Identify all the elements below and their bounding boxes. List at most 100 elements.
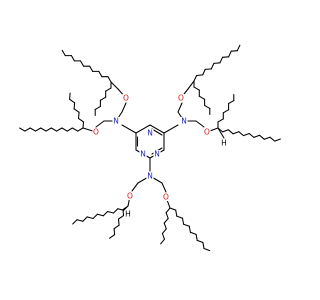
hydrogen-atom-background <box>124 210 132 218</box>
ring-bond <box>135 124 151 134</box>
alkyl-chain <box>105 87 112 92</box>
alkyl-chain <box>117 215 125 220</box>
alkyl-chain <box>69 92 71 100</box>
bond-lines <box>19 44 281 252</box>
alkyl-chain <box>69 98 76 104</box>
alkyl-chain <box>189 231 197 235</box>
alkyl-chain <box>77 111 80 119</box>
alkyl-chain <box>228 50 232 58</box>
ring-bond <box>149 124 165 134</box>
alkyl-chain <box>230 50 238 52</box>
alkyl-chain <box>163 217 169 224</box>
alkyl-chain <box>66 127 73 132</box>
alkyl-chain <box>202 241 205 250</box>
alkyl-chain <box>92 213 98 220</box>
alkyl-chain <box>94 105 101 110</box>
alkyl-chain <box>176 215 184 219</box>
oxygen-atom-background <box>177 94 185 102</box>
alkyl-chain <box>70 55 75 62</box>
oxygen-atom-label: O <box>204 128 210 137</box>
ch-bond <box>217 127 225 139</box>
alkyl-chain <box>217 127 224 133</box>
alkyl-chain <box>113 224 120 230</box>
ether-bond <box>121 102 127 113</box>
alkyl-chain <box>263 136 271 140</box>
nitrogen-atom-background <box>180 117 188 125</box>
alkyl-chain <box>236 44 241 52</box>
alkyl-chain <box>175 209 178 217</box>
oxygen-atom-label: O <box>123 94 129 103</box>
alkyl-chain <box>29 127 37 132</box>
alkyl-chain <box>122 208 125 217</box>
alkyl-chain <box>112 208 119 214</box>
alkyl-chain <box>202 68 206 76</box>
alkyl-chain <box>107 76 112 83</box>
alkyl-chain <box>217 118 224 123</box>
oxygen-atom-label: O <box>178 94 184 103</box>
alkyl-chain <box>86 216 94 220</box>
ch2-bond <box>95 120 105 128</box>
alkyl-chain <box>40 127 47 132</box>
alkyl-chain <box>196 239 204 244</box>
oxygen-atom-background <box>162 193 170 201</box>
alkyl-chain <box>161 232 166 240</box>
alkyl-chain <box>163 222 167 230</box>
alkyl-chain <box>238 131 245 137</box>
alkyl-chain <box>198 95 206 100</box>
oxygen-atom-background <box>92 128 100 136</box>
alkyl-chain <box>96 213 104 217</box>
nitrogen-atom-label: N <box>147 172 153 181</box>
alkyl-chain <box>19 127 26 132</box>
alkyl-chain <box>61 49 66 57</box>
alkyl-chain <box>117 218 120 226</box>
alkyl-chain <box>77 117 85 123</box>
alkyl-chain <box>56 127 63 132</box>
nitrogen-atom-label: N <box>147 129 153 138</box>
alkyl-chain <box>210 62 215 70</box>
alkyl-chain <box>102 210 109 217</box>
hydrogen-atom-label: H <box>125 210 131 219</box>
alkyl-chain <box>79 60 85 67</box>
alkyl-chain <box>204 68 212 70</box>
alkyl-chain <box>82 121 85 129</box>
nitrogen-atom-background <box>146 172 154 180</box>
alkyl-chain <box>169 207 177 211</box>
alkyl-chain <box>89 65 94 72</box>
alkyl-chain <box>227 129 234 135</box>
alkyl-chain <box>196 74 204 77</box>
nitrogen-atom-background <box>139 150 147 158</box>
alkyl-chain <box>221 56 230 58</box>
alkyl-chain <box>222 109 230 114</box>
alkyl-chain <box>193 86 200 91</box>
alkyl-chain <box>77 127 84 132</box>
alkyl-chain <box>82 216 88 222</box>
alkyl-chain <box>98 70 103 78</box>
alkyl-chain <box>113 228 116 236</box>
nitrogen-atom-background <box>153 150 161 158</box>
alkyl-chain <box>232 131 240 135</box>
alkyl-chain <box>161 228 167 235</box>
alkyl-chain <box>165 207 171 214</box>
alkyl-chain <box>45 127 52 132</box>
alkyl-chain <box>213 62 221 64</box>
alkyl-chain <box>219 56 224 64</box>
ch2-bond <box>161 182 167 193</box>
alkyl-chain <box>222 129 229 133</box>
nitrogen-atom-label: N <box>181 117 187 126</box>
alkyl-chain <box>188 225 191 233</box>
ch2-bond <box>195 120 205 128</box>
alkyl-chain <box>253 134 261 138</box>
alkyl-chain <box>204 104 211 109</box>
alkyl-chain <box>228 100 235 105</box>
ch2-bond <box>187 80 195 90</box>
alkyl-chain <box>122 205 129 211</box>
alkyl-chain <box>73 108 80 113</box>
oxygen-atom-label: O <box>93 128 99 137</box>
alkyl-chain <box>269 136 276 142</box>
oxygen-atom-background <box>126 192 134 200</box>
alkyl-chain <box>71 127 79 132</box>
alkyl-chain <box>34 127 42 132</box>
alkyl-chain <box>195 233 198 241</box>
alkyl-chain <box>242 132 250 137</box>
